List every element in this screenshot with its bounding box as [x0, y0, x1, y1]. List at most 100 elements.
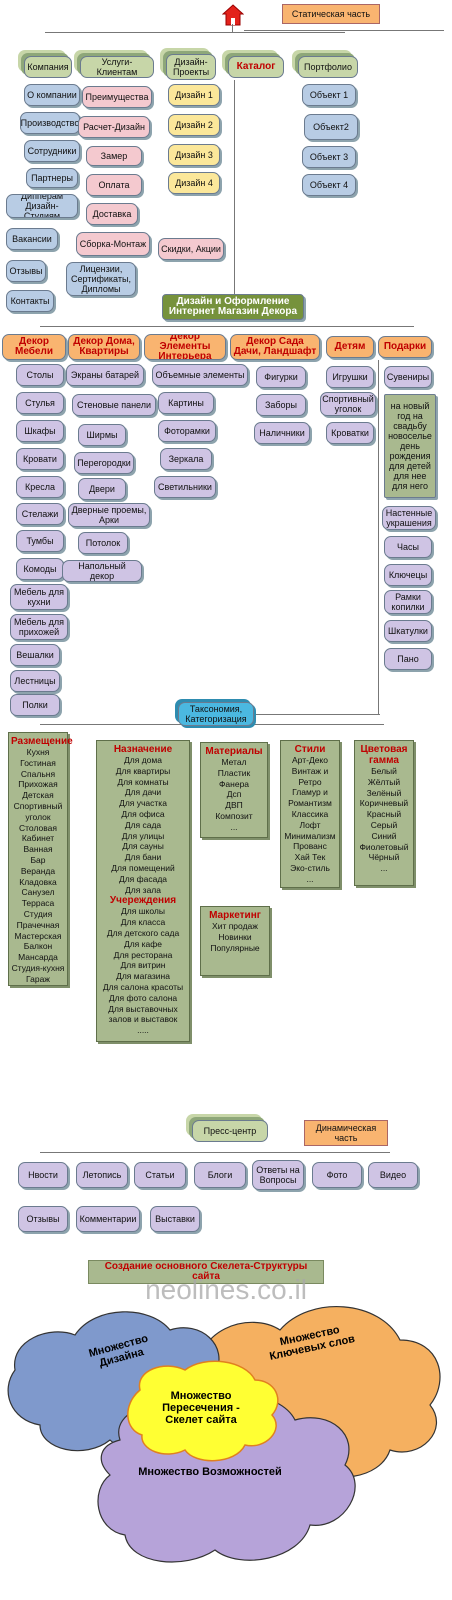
company-item[interactable]: Партнеры [26, 168, 78, 188]
press-item[interactable]: Статьи [134, 1162, 186, 1188]
design-item[interactable]: Дизайн 4 [168, 172, 220, 194]
gifts-item[interactable]: Ключецы [384, 564, 432, 586]
panel-list-item: Балкон [23, 941, 53, 952]
press-item[interactable]: Нвости [18, 1162, 68, 1188]
company-item[interactable]: Контакты [6, 290, 54, 312]
interior-item[interactable]: Картины [158, 392, 214, 414]
press-item[interactable]: Блоги [194, 1162, 246, 1188]
gifts-item[interactable]: Рамки копилки [384, 590, 432, 614]
press-center-node[interactable]: Пресс-центр [192, 1120, 268, 1142]
gifts-item[interactable]: Пано [384, 648, 432, 670]
furniture-item[interactable]: Вешалки [10, 644, 60, 666]
furniture-item[interactable]: Стелажи [16, 503, 64, 525]
panel-list-item: Для магазина [116, 971, 170, 982]
panel-list-item: Белый [371, 766, 397, 776]
gifts-item[interactable]: Сувениры [384, 366, 432, 388]
home-item[interactable]: Дверные проемы, Арки [68, 503, 150, 527]
interior-item[interactable]: Объемные элементы [152, 364, 248, 386]
design-item[interactable]: Дизайн 2 [168, 114, 220, 136]
gifts-item[interactable]: Часы [384, 536, 432, 558]
home-item[interactable]: Двери [78, 478, 126, 500]
press-item[interactable]: Комментарии [76, 1206, 140, 1232]
panel-list-item: Спортивный уголок [13, 800, 63, 822]
press-item[interactable]: Отзывы [18, 1206, 68, 1232]
furniture-item[interactable]: Шкафы [16, 420, 64, 442]
furniture-item[interactable]: Полки [10, 694, 60, 716]
category-garden[interactable]: Декор Сада Дачи, Ландшафт [230, 334, 320, 360]
home-item[interactable]: Потолок [78, 532, 128, 554]
interior-item[interactable]: Фоторамки [158, 420, 216, 442]
nav-company[interactable]: Компания [24, 56, 72, 78]
cloud-intersection [127, 1360, 279, 1462]
house-icon[interactable] [221, 4, 245, 26]
nav-services[interactable]: Услуги-Клиентам [80, 56, 154, 78]
nav-design-projects[interactable]: Дизайн-Проекты [166, 54, 216, 80]
home-item[interactable]: Экраны батарей [66, 364, 144, 386]
discounts-item[interactable]: Скидки, Акции [158, 238, 224, 260]
interior-item[interactable]: Зеркала [160, 448, 212, 470]
garden-item[interactable]: Заборы [256, 394, 306, 416]
portfolio-item[interactable]: Объект2 [304, 114, 358, 140]
design-item[interactable]: Дизайн 3 [168, 144, 220, 166]
press-item[interactable]: Фото [312, 1162, 362, 1188]
company-item[interactable]: О компании [24, 84, 80, 106]
category-kids[interactable]: Детям [326, 336, 374, 358]
design-item[interactable]: Дизайн 1 [168, 84, 220, 106]
services-item[interactable]: Расчет-Дизайн [78, 116, 150, 138]
kids-item[interactable]: Кроватки [326, 422, 374, 444]
furniture-item[interactable]: Комоды [16, 558, 64, 580]
company-item[interactable]: Дипперам Дизайн-Студиям [6, 194, 78, 218]
category-interior[interactable]: Декор Элементы Интерьера [144, 334, 226, 360]
furniture-item[interactable]: Мебель для прихожей [10, 614, 68, 640]
furniture-item[interactable]: Кровати [16, 448, 64, 470]
garden-item[interactable]: Фигурки [256, 366, 306, 388]
furniture-item[interactable]: Кресла [16, 476, 64, 498]
press-item[interactable]: Выставки [150, 1206, 200, 1232]
services-item[interactable]: Оплата [86, 174, 142, 196]
gifts-item[interactable]: на новый год на свадьбу новоселье день р… [384, 394, 436, 498]
furniture-item[interactable]: Стулья [16, 392, 64, 414]
category-gifts[interactable]: Подарки [378, 336, 432, 358]
main-bar[interactable]: Дизайн и Оформление Интернет Магазин Дек… [162, 294, 304, 320]
furniture-item[interactable]: Лестницы [10, 670, 60, 692]
home-item[interactable]: Стеновые панели [72, 394, 156, 416]
portfolio-item[interactable]: Объект 1 [302, 84, 356, 106]
category-furniture[interactable]: Декор Мебели [2, 334, 66, 360]
press-item[interactable]: Видео [368, 1162, 418, 1188]
services-item[interactable]: Преимущества [82, 86, 152, 108]
portfolio-item[interactable]: Объект 4 [302, 174, 356, 196]
home-item[interactable]: Перегородки [74, 452, 134, 474]
company-item[interactable]: Вакансии [6, 228, 58, 250]
kids-item[interactable]: Спортивный уголок [320, 392, 376, 416]
gifts-item[interactable]: Шкатулки [384, 620, 432, 642]
nav-portfolio[interactable]: Портфолио [298, 56, 358, 78]
furniture-item[interactable]: Мебель для кухни [10, 584, 68, 610]
furniture-item[interactable]: Тумбы [16, 530, 64, 552]
company-item[interactable]: Сотрудники [24, 140, 80, 162]
nav-catalog[interactable]: Каталог [228, 56, 284, 78]
taxonomy-node[interactable]: Таксономия, Категоризация [178, 702, 254, 726]
company-item[interactable]: Производство [20, 112, 80, 134]
press-item[interactable]: Ответы на Вопросы [252, 1160, 304, 1190]
gifts-item[interactable]: Настенные украшения [382, 506, 436, 530]
company-item[interactable]: Отзывы [6, 260, 46, 282]
services-item[interactable]: Доставка [86, 203, 138, 225]
home-item[interactable]: Напольный декор [62, 560, 142, 582]
services-item[interactable]: Лицензии, Сертификаты, Дипломы [66, 262, 136, 296]
services-item[interactable]: Сборка-Монтаж [76, 232, 150, 256]
panel-list-item: Прачечная [16, 919, 60, 930]
category-home[interactable]: Декор Дома, Квартиры [68, 334, 140, 360]
press-item[interactable]: Летопись [76, 1162, 128, 1188]
services-item[interactable]: Замер [86, 146, 142, 166]
home-item[interactable]: Ширмы [78, 424, 126, 446]
kids-item[interactable]: Игрушки [326, 366, 374, 388]
interior-item[interactable]: Светильники [154, 476, 216, 498]
panel-list-item: Жёлтый [367, 776, 401, 787]
furniture-item[interactable]: Столы [16, 364, 64, 386]
portfolio-item[interactable]: Объект 3 [302, 146, 356, 168]
garden-item[interactable]: Наличники [254, 422, 310, 444]
